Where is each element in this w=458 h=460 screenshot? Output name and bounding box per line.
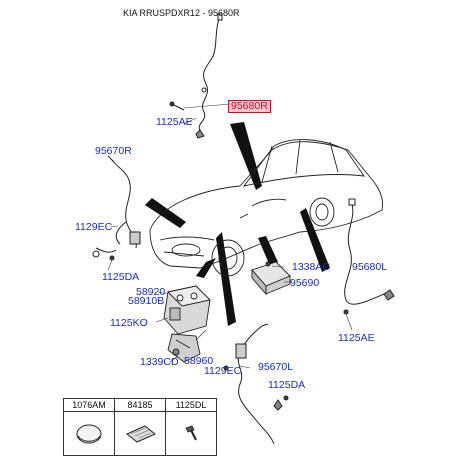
callout-1339cd[interactable]: 1339CD — [140, 356, 179, 368]
car-outline — [149, 139, 383, 277]
grommet-icon — [76, 424, 102, 444]
legend-cell-84185 — [115, 412, 166, 455]
callout-1125da-bottom[interactable]: 1125DA — [268, 379, 306, 391]
sensor-95670l-wire — [223, 323, 289, 445]
sensor-95670r-wire — [92, 155, 141, 261]
callout-95680l[interactable]: 95680L — [352, 261, 388, 273]
callout-58960[interactable]: 58960 — [184, 355, 214, 367]
abs-module — [163, 285, 211, 363]
legend-header-1125dl[interactable]: 1125DL — [175, 400, 207, 410]
callout-95670l[interactable]: 95670L — [258, 361, 294, 373]
legend-cell-1076am — [64, 412, 115, 455]
pad-icon — [126, 425, 156, 443]
ecu-module — [251, 261, 291, 296]
callout-1129ec-left[interactable]: 1129EC — [75, 221, 113, 233]
callout-1338ac[interactable]: 1338AC — [292, 261, 330, 273]
callout-95680r[interactable]: 95680R — [228, 100, 271, 113]
legend-header-1076am[interactable]: 1076AM — [64, 399, 115, 411]
callout-1129ec-bottom[interactable]: 1129EC — [204, 365, 242, 377]
bolt-icon — [185, 425, 197, 441]
legend-header-84185[interactable]: 84185 — [115, 399, 166, 411]
diagram-title: KIA RRUSPDXR12 - 95680R — [123, 8, 240, 18]
callout-1125ae-right[interactable]: 1125AE — [338, 332, 375, 344]
callout-58910b[interactable]: 58910B — [128, 295, 165, 307]
callout-1125ae-top[interactable]: 1125AE — [156, 116, 193, 128]
sensor-95680r-wire — [169, 13, 223, 139]
callout-95690[interactable]: 95690 — [290, 277, 320, 289]
legend-cell-1125dl — [166, 412, 216, 455]
callout-95670r[interactable]: 95670R — [95, 145, 132, 157]
callout-1125ko[interactable]: 1125KO — [110, 317, 148, 329]
sensor-95680l-wire — [343, 198, 395, 315]
callout-1125da-left[interactable]: 1125DA — [102, 271, 140, 283]
legend-table: 1076AM 84185 1125DL — [63, 398, 217, 456]
callout-58920[interactable]: 58920 — [136, 286, 166, 298]
